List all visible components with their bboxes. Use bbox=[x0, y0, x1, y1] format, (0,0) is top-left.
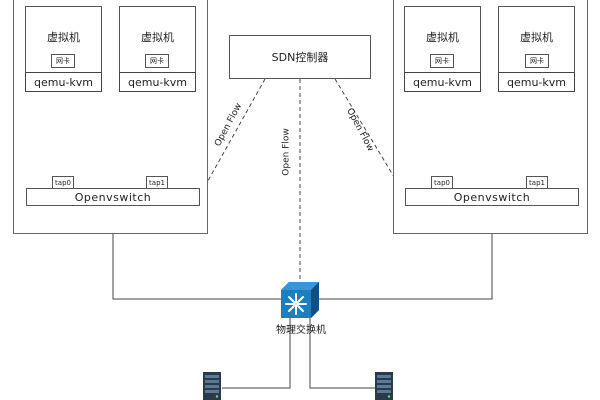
right-vm2-qemu: qemu-kvm bbox=[498, 72, 575, 92]
left-tap0-label: tap0 bbox=[55, 178, 71, 187]
sdn-controller[interactable]: SDN控制器 bbox=[229, 35, 371, 79]
left-vm1-title: 虚拟机 bbox=[47, 31, 80, 44]
right-uplink bbox=[318, 206, 493, 300]
left-vm2-nic-label: 网卡 bbox=[150, 57, 164, 65]
right-tap1-label: tap1 bbox=[529, 178, 545, 187]
right-vm1-qemu-label: qemu-kvm bbox=[412, 75, 472, 89]
left-vm1-qemu-label: qemu-kvm bbox=[33, 75, 93, 89]
right-vm1-nic-label: 网卡 bbox=[435, 57, 449, 65]
left-tap1-label: tap1 bbox=[149, 178, 165, 187]
right-vm2-nic: 网卡 bbox=[525, 54, 549, 68]
physical-switch-label: 物理交换机 bbox=[276, 325, 326, 336]
right-vm2-qemu-label: qemu-kvm bbox=[506, 75, 566, 89]
right-openvswitch-label: Openvswitch bbox=[453, 190, 531, 204]
left-tap1: tap1 bbox=[146, 176, 168, 189]
openflow-middle-label: Open Flow bbox=[281, 128, 292, 176]
openflow-left-link bbox=[199, 78, 266, 196]
server-icon[interactable] bbox=[203, 372, 221, 400]
left-openvswitch[interactable]: Openvswitch bbox=[26, 188, 200, 206]
left-uplink bbox=[112, 206, 283, 300]
network-switch-icon[interactable] bbox=[281, 282, 319, 318]
left-vm2-qemu-label: qemu-kvm bbox=[127, 75, 187, 89]
right-tap0-label: tap0 bbox=[434, 178, 450, 187]
left-openvswitch-label: Openvswitch bbox=[74, 190, 152, 204]
right-vm1-title: 虚拟机 bbox=[426, 31, 459, 44]
server-right-link bbox=[309, 316, 376, 389]
right-vm2-title: 虚拟机 bbox=[520, 31, 553, 44]
left-vm2-qemu: qemu-kvm bbox=[119, 72, 196, 92]
left-vm2-nic: 网卡 bbox=[145, 54, 169, 68]
left-vm1-nic-label: 网卡 bbox=[56, 57, 70, 65]
right-vm1-nic: 网卡 bbox=[430, 54, 454, 68]
right-openvswitch[interactable]: Openvswitch bbox=[405, 188, 579, 206]
server-left-link bbox=[222, 316, 291, 389]
sdn-controller-label: SDN控制器 bbox=[271, 51, 329, 64]
server-icon[interactable] bbox=[375, 372, 393, 400]
right-vm2-nic-label: 网卡 bbox=[530, 57, 544, 65]
left-vm1-nic: 网卡 bbox=[51, 54, 75, 68]
right-vm1-qemu: qemu-kvm bbox=[404, 72, 481, 92]
left-vm1-qemu: qemu-kvm bbox=[25, 72, 102, 92]
left-vm2-title: 虚拟机 bbox=[141, 31, 174, 44]
